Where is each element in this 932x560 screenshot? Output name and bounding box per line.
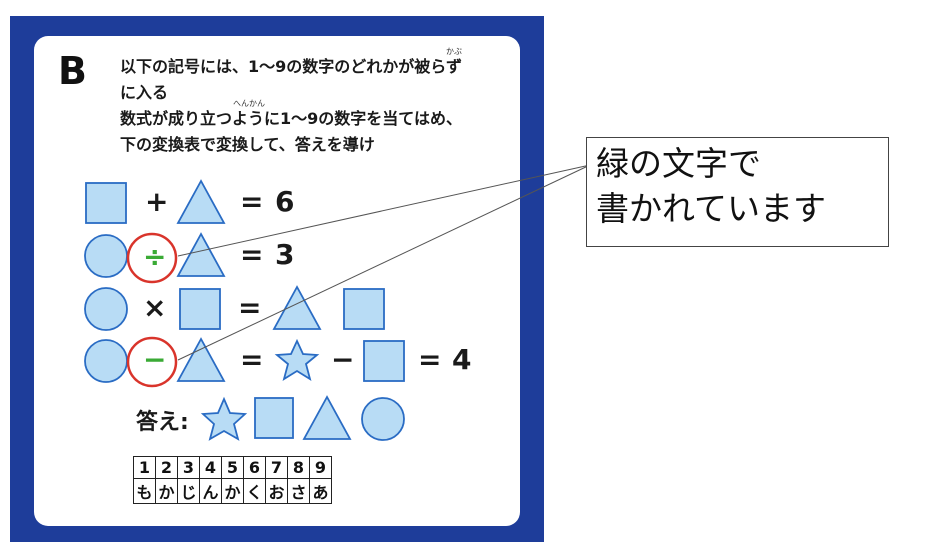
- number-cell: 2: [155, 456, 178, 479]
- ruby-henkan: へんかん: [233, 99, 265, 108]
- annotation-line: 緑の文字で: [596, 144, 761, 183]
- square-shape: [254, 397, 294, 439]
- divide-operator: ÷: [143, 240, 167, 273]
- kana-cell: か: [221, 478, 244, 504]
- triangle-shape: [176, 179, 226, 224]
- annotation-callout: 緑の文字で 書かれています: [586, 137, 889, 247]
- kana-cell: さ: [287, 478, 310, 504]
- equals-sign: =: [240, 185, 264, 218]
- number-cell: 9: [309, 456, 332, 479]
- kana-cell: く: [243, 478, 266, 504]
- kana-cell: ん: [199, 478, 222, 504]
- kana-cell: お: [265, 478, 288, 504]
- kana-row: も か じ ん か く お さ あ: [133, 478, 332, 504]
- highlight-circle: [126, 232, 178, 284]
- circle-shape: [84, 339, 128, 383]
- kana-cell: か: [155, 478, 178, 504]
- result-value: 3: [275, 238, 295, 271]
- circle-shape: [84, 287, 128, 331]
- problem-letter: B: [58, 49, 87, 93]
- highlight-circle: [126, 336, 178, 388]
- kana-cell: じ: [177, 478, 200, 504]
- annotation-line: 書かれています: [596, 189, 827, 228]
- minus-operator: −: [143, 343, 167, 376]
- kana-cell: も: [133, 478, 156, 504]
- instruction-line: 数式が成り立つように1〜9の数字を当てはめ、: [120, 109, 462, 128]
- result-value: 4: [452, 343, 472, 376]
- square-shape: [343, 288, 385, 330]
- circle-shape: [84, 234, 128, 278]
- number-cell: 5: [221, 456, 244, 479]
- instruction-line: 以下の記号には、1〜9の数字のどれかが被らず: [120, 57, 462, 76]
- instruction-line: に入る: [120, 83, 169, 102]
- star-shape: [200, 396, 248, 441]
- number-cell: 1: [133, 456, 156, 479]
- puzzle-frame: [10, 16, 544, 542]
- square-shape: [179, 288, 221, 330]
- equals-sign: =: [240, 238, 264, 271]
- number-cell: 4: [199, 456, 222, 479]
- multiply-operator: ×: [143, 291, 167, 324]
- callout-line: [177, 164, 591, 361]
- conversion-table: 1 2 3 4 5 6 7 8 9 も か じ ん か く お さ あ: [133, 456, 332, 504]
- number-row: 1 2 3 4 5 6 7 8 9: [133, 456, 332, 479]
- triangle-shape: [272, 285, 322, 330]
- number-cell: 3: [177, 456, 200, 479]
- square-shape: [85, 182, 127, 224]
- result-value: 6: [275, 185, 295, 218]
- circle-shape: [361, 397, 405, 441]
- ruby-kaburazu: かぶ: [446, 47, 462, 56]
- instruction-line: 下の変換表で変換して、答えを導け: [120, 135, 375, 154]
- triangle-shape: [176, 232, 226, 277]
- equals-sign: =: [418, 343, 442, 376]
- number-cell: 8: [287, 456, 310, 479]
- number-cell: 6: [243, 456, 266, 479]
- equals-sign: =: [240, 343, 264, 376]
- triangle-shape: [176, 337, 226, 382]
- equals-sign: =: [238, 291, 262, 324]
- star-shape: [274, 338, 320, 381]
- callout-line: [177, 164, 591, 257]
- plus-operator: +: [145, 185, 169, 218]
- kana-cell: あ: [309, 478, 332, 504]
- triangle-shape: [302, 395, 352, 440]
- minus-operator: −: [331, 343, 355, 376]
- answer-label: 答え:: [136, 410, 189, 435]
- square-shape: [363, 340, 405, 382]
- instruction-text: 以下の記号には、1〜9の数字のどれかが被らず に入る 数式が成り立つように1〜9…: [120, 54, 520, 158]
- number-cell: 7: [265, 456, 288, 479]
- puzzle-card: [34, 36, 520, 526]
